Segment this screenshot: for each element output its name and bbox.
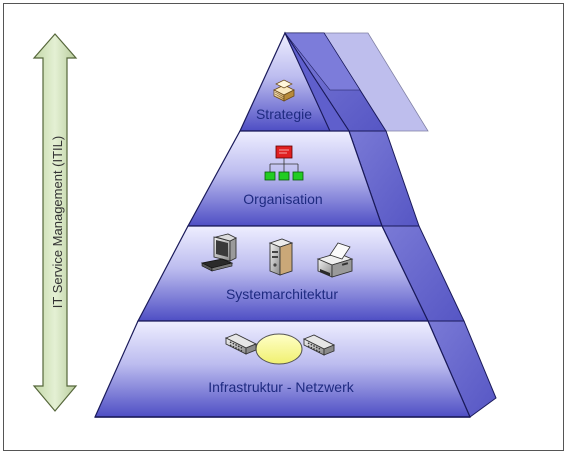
pyramid-tier-organisation: Organisation [186,130,383,227]
pyramid-tier-systemarchitektur: Systemarchitektur [137,225,429,322]
pyramid-side-faces [284,32,497,418]
switch-icon [302,334,336,356]
pyramid-tier-infrastruktur: Infrastruktur - Netzwerk [94,320,471,418]
tier-label-infrastruktur: Infrastruktur - Netzwerk [208,379,354,395]
tier-label-organisation: Organisation [243,191,322,207]
itsm-scope-arrow: IT Service Management (ITIL) [32,33,78,412]
org-chart-icon [264,145,304,181]
printer-icon [316,242,354,278]
server-icon [268,238,294,276]
stack-of-documents-icon [273,79,295,102]
workstation-icon [200,233,238,272]
network-cloud-icon [255,333,303,365]
tier-label-systemarchitektur: Systemarchitektur [226,286,338,302]
switch-icon [224,333,258,355]
tier-label-strategie: Strategie [256,106,312,122]
pyramid-tier-strategie: Strategie [239,31,350,132]
side-label: IT Service Management (ITIL) [50,136,65,308]
